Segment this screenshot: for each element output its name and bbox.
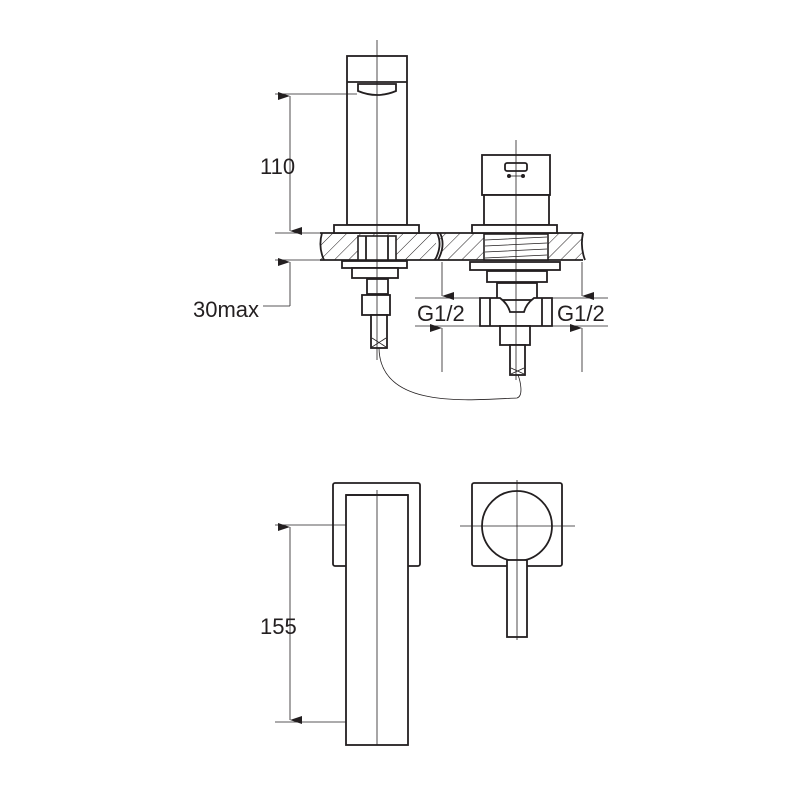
dimension-label-155: 155	[260, 614, 297, 639]
aerator-icon	[357, 83, 397, 96]
dimension-label-g12-left: G1/2	[417, 301, 465, 326]
dimension-155: 155	[260, 523, 346, 724]
dimension-110: 110	[260, 92, 357, 261]
dimension-30max: 30max	[193, 258, 291, 322]
spout	[333, 55, 420, 349]
dimension-g12-left: G1/2	[415, 262, 480, 372]
dimension-label-g12-right: G1/2	[557, 301, 605, 326]
dimension-label-30max: 30max	[193, 297, 259, 322]
dimension-label-110: 110	[260, 154, 295, 179]
dimension-g12-right: G1/2	[552, 262, 608, 372]
flex-hose	[378, 347, 522, 401]
front-view: 155	[260, 480, 575, 746]
lever-handle	[460, 480, 575, 640]
side-view: 110 30max G1/2 G1/2	[193, 40, 608, 401]
mixer-valve	[469, 154, 561, 376]
